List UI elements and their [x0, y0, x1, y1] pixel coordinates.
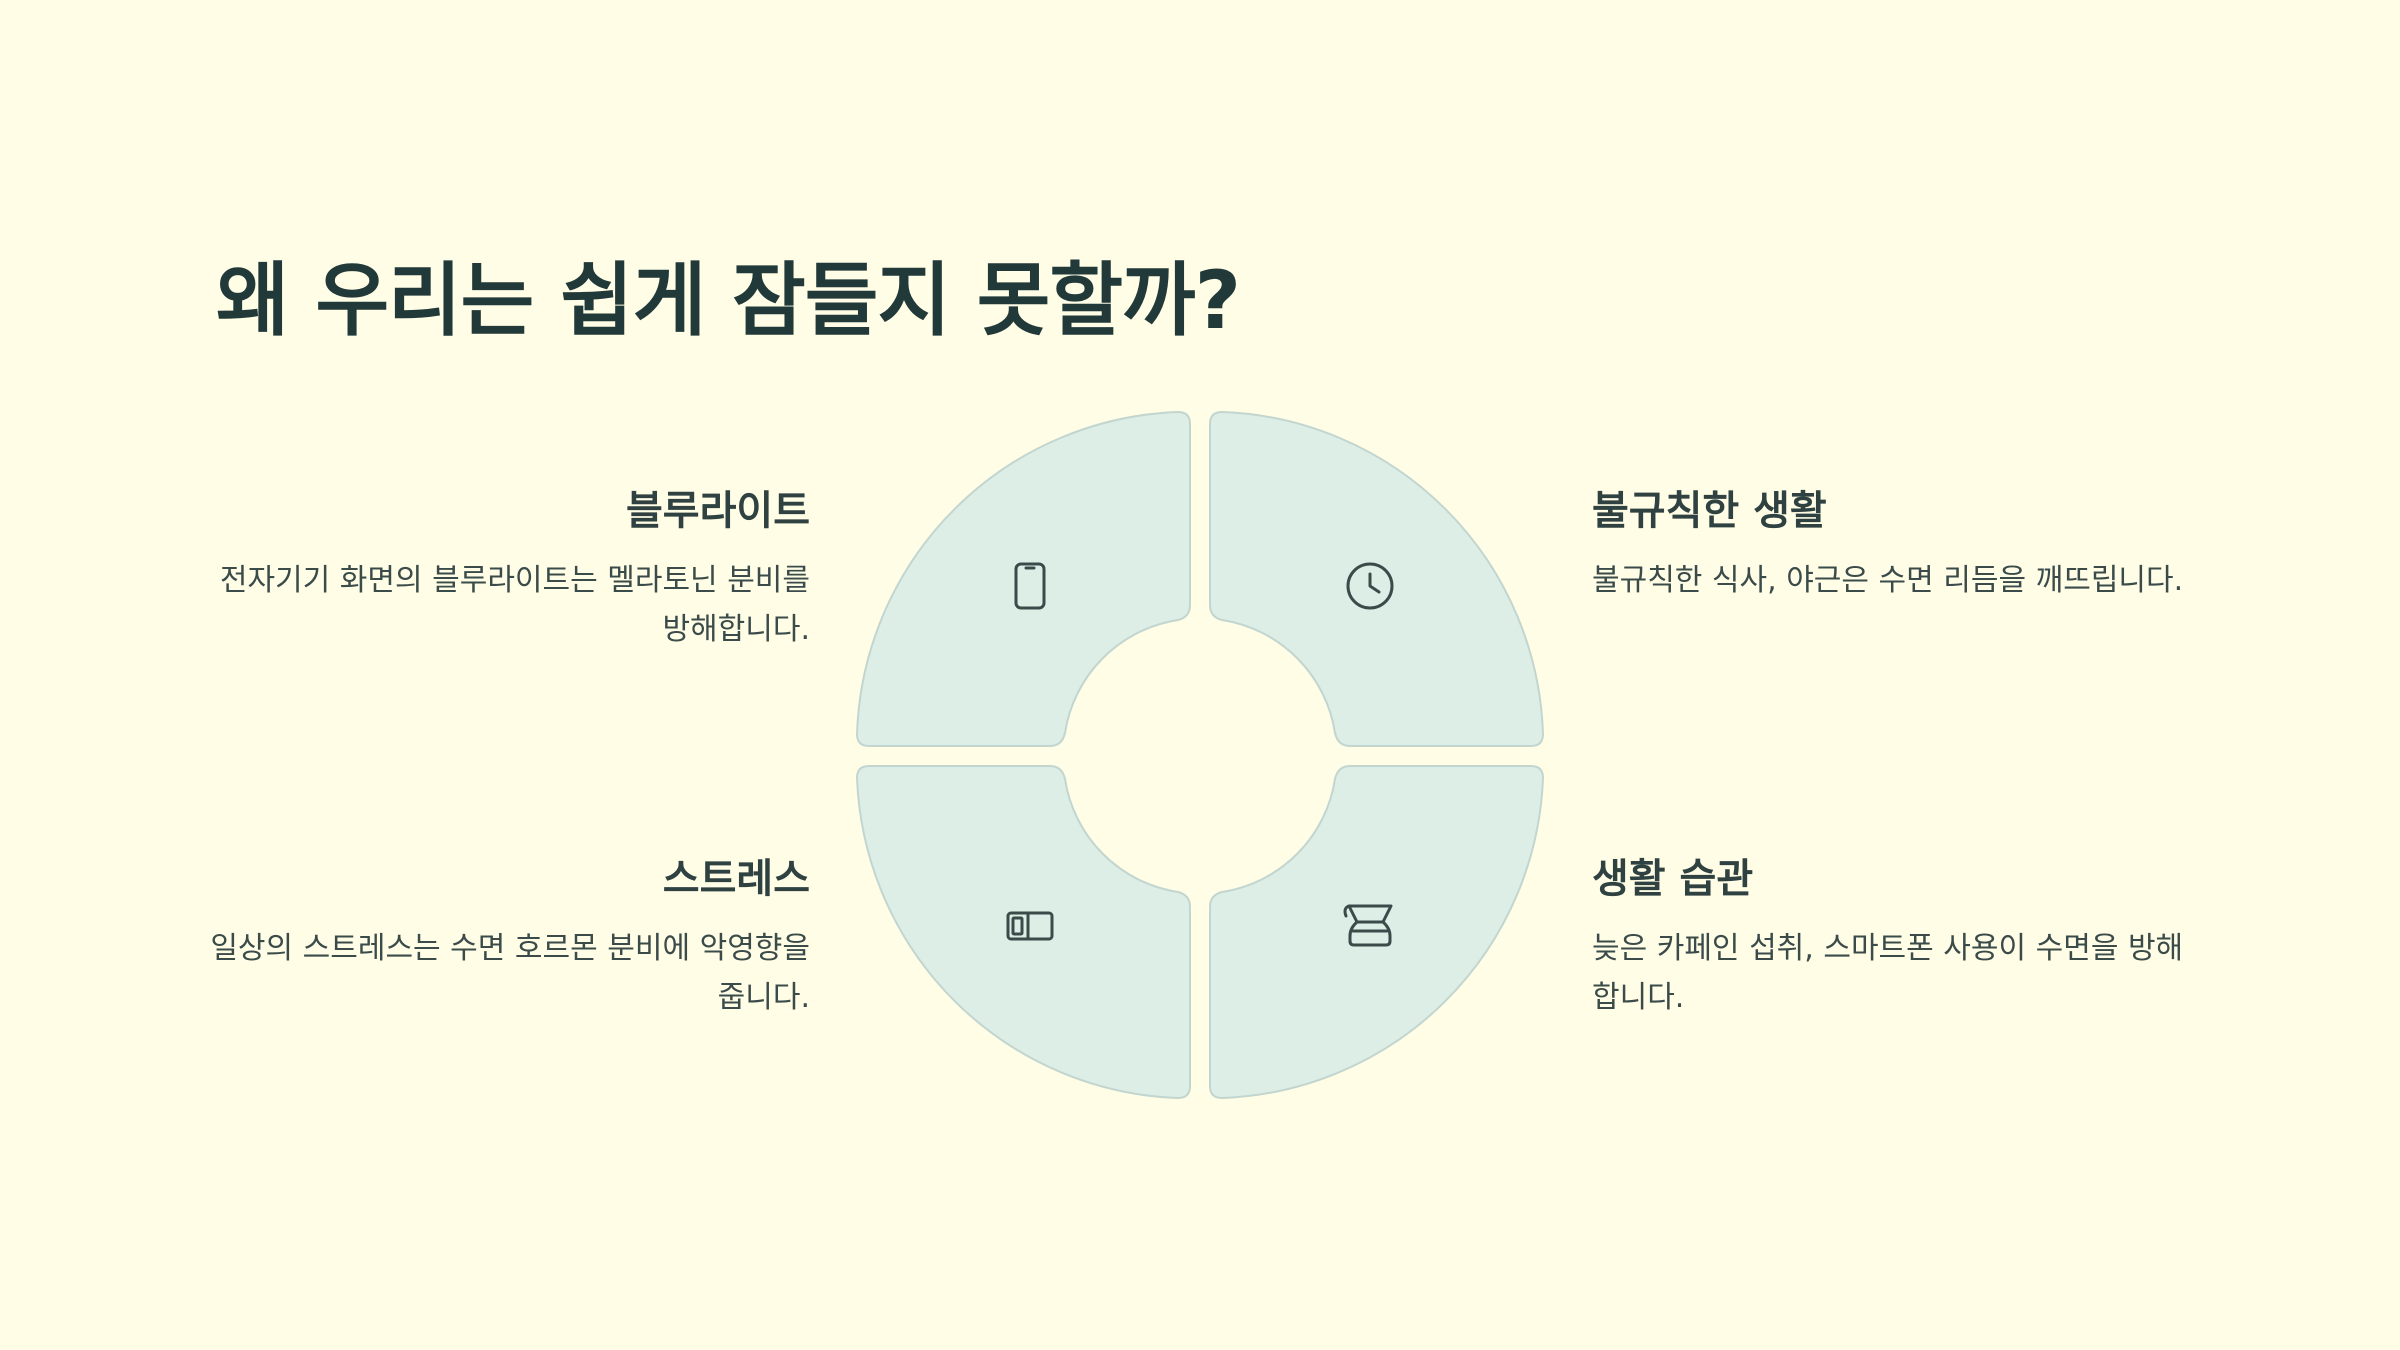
- clock-icon: [1346, 562, 1394, 610]
- item-heading: 불규칙한 생활: [1592, 488, 1827, 534]
- segment-blue-light: [855, 410, 1191, 747]
- item-body: 일상의 스트레스는 수면 호르몬 분비에 악영향을 줍니다.: [210, 931, 810, 1015]
- coffee-maker-icon: [1343, 904, 1393, 947]
- item-heading: 스트레스: [662, 856, 810, 902]
- smartphone-icon: [1014, 562, 1046, 610]
- item-body: 불규칙한 식사, 야근은 수면 리듬을 깨뜨립니다.: [1592, 563, 2184, 598]
- page-title: 왜 우리는 쉽게 잠들지 못할까?: [216, 254, 1241, 347]
- item-heading: 블루라이트: [626, 488, 810, 534]
- segment-irregular-life: [1209, 410, 1545, 747]
- item-blue-light: 블루라이트 전자기기 화면의 블루라이트는 멜라토닌 분비를 방해합니다.: [210, 478, 810, 654]
- item-body: 늦은 카페인 섭취, 스마트폰 사용이 수면을 방해합니다.: [1592, 931, 2184, 1015]
- item-stress: 스트레스 일상의 스트레스는 수면 호르몬 분비에 악영향을 줍니다.: [210, 846, 810, 1022]
- item-irregular-life: 불규칙한 생활 불규칙한 식사, 야근은 수면 리듬을 깨뜨립니다.: [1592, 478, 2192, 605]
- item-habits: 생활 습관 늦은 카페인 섭취, 스마트폰 사용이 수면을 방해합니다.: [1592, 846, 2192, 1022]
- battery-low-icon: [1006, 911, 1054, 941]
- item-heading: 생활 습관: [1592, 856, 1754, 902]
- item-body: 전자기기 화면의 블루라이트는 멜라토닌 분비를 방해합니다.: [219, 563, 810, 647]
